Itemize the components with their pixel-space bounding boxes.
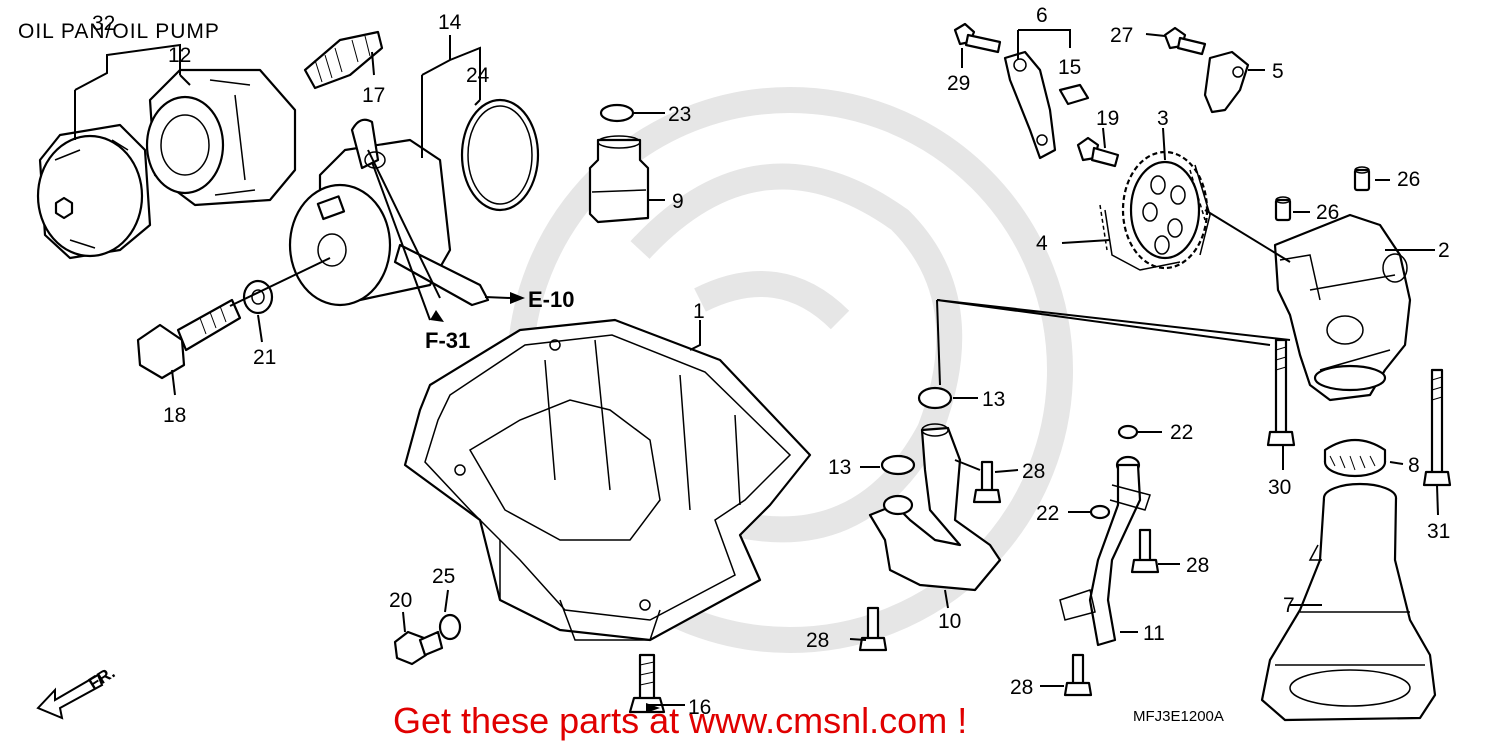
oil-pipe-o-ring-13[interactable] [880,454,916,476]
dowel-pin-26b[interactable] [1274,196,1292,222]
flange-bolt-28a[interactable] [972,460,1002,504]
callout-14[interactable]: 14 [438,11,462,34]
oil-pipe-b[interactable] [1059,455,1151,647]
callout-17[interactable]: 17 [362,84,385,107]
callout-13b[interactable]: 13 [828,456,851,479]
oil-pump-bolt-31[interactable] [1422,368,1452,487]
ref-e-10[interactable]: E-10 [528,287,574,312]
guide-bolt-29[interactable] [953,22,1002,54]
callout-28b[interactable]: 28 [1186,554,1209,577]
callout-30[interactable]: 30 [1268,476,1291,499]
callout-22b[interactable]: 22 [1036,502,1059,525]
oil-pan[interactable] [403,318,812,642]
diagram-code: MFJ3E1200A [1133,708,1224,725]
bolt-27[interactable] [1163,26,1207,56]
oil-pump-bolt-30[interactable] [1266,338,1296,447]
callout-7[interactable]: 7 [1283,594,1295,617]
chain-tensioner[interactable] [1203,50,1250,114]
callout-31[interactable]: 31 [1427,520,1450,543]
callout-15[interactable]: 15 [1058,56,1081,79]
callout-28c[interactable]: 28 [806,629,829,652]
oil-pump-driven-sprocket[interactable] [1121,150,1209,270]
oil-pipe-o-ring-22a[interactable] [1117,424,1139,440]
oil-cooler-bolt[interactable] [136,298,242,380]
callout-32[interactable]: 32 [92,12,115,35]
callout-26b[interactable]: 26 [1316,201,1339,224]
flange-bolt-28d[interactable] [1063,653,1093,697]
flange-bolt-28b[interactable] [1130,528,1160,574]
callout-22a[interactable]: 22 [1170,421,1193,444]
callout-25[interactable]: 25 [432,565,455,588]
oil-pump[interactable] [1273,213,1412,402]
callout-2[interactable]: 2 [1438,239,1450,262]
oil-filter-union-bolt[interactable] [303,30,384,90]
relief-valve-o-ring[interactable] [599,103,635,123]
strainer-seal[interactable] [1323,439,1387,478]
oil-strainer[interactable] [1260,482,1437,722]
part-callouts: 1 2 3 4 5 6 7 8 9 10 11 12 13 13 14 15 1… [92,4,1450,719]
callout-20[interactable]: 20 [389,589,412,612]
callout-24[interactable]: 24 [466,64,490,87]
oil-filter-cap[interactable] [36,123,152,260]
callout-16[interactable]: 16 [688,696,711,719]
drain-bolt-sealing-washer[interactable] [438,613,462,641]
callout-29[interactable]: 29 [947,72,970,95]
drain-washer-21-hole [251,289,265,305]
callout-19[interactable]: 19 [1096,107,1119,130]
callout-5[interactable]: 5 [1272,60,1284,83]
oil-pipe-o-ring-22b[interactable] [1089,504,1111,520]
callout-28d[interactable]: 28 [1010,676,1033,699]
oil-pump-driven-sprocket-bolt[interactable] [1076,136,1120,168]
oil-filter[interactable] [145,68,297,207]
oil-pump-drive-chain[interactable] [1099,164,1211,271]
callout-11[interactable]: 11 [1143,622,1165,645]
collar-15[interactable] [1058,83,1090,106]
promo-banner[interactable]: Get these parts at www.cmsnl.com ! [393,700,968,741]
arrowheads [430,292,660,713]
oil-cooler-o-ring-inner [467,105,533,205]
oil-cooler-o-ring[interactable] [460,98,540,212]
callout-1[interactable]: 1 [693,300,705,323]
front-direction-arrow: FR. [36,663,118,720]
callout-28a[interactable]: 28 [1022,460,1045,483]
callout-9[interactable]: 9 [672,190,684,213]
cam-chain-guide[interactable] [1003,50,1057,160]
oil-cooler[interactable] [288,118,490,307]
callout-18[interactable]: 18 [163,404,186,427]
callout-8[interactable]: 8 [1408,454,1420,477]
callout-21[interactable]: 21 [253,346,276,369]
oil-drain-bolt[interactable] [393,630,444,666]
callout-12[interactable]: 12 [168,44,191,67]
callout-26a[interactable]: 26 [1397,168,1420,191]
callout-10[interactable]: 10 [938,610,961,633]
flange-bolt-28c[interactable] [858,606,888,652]
callout-6[interactable]: 6 [1036,4,1048,27]
callout-3[interactable]: 3 [1157,107,1169,130]
callout-23[interactable]: 23 [668,103,691,126]
oil-pressure-relief-valve[interactable] [588,135,650,224]
dowel-pin-26a[interactable] [1353,166,1371,192]
callout-27[interactable]: 27 [1110,24,1133,47]
leader-lines [74,29,1439,706]
ref-f-31[interactable]: F-31 [425,328,470,353]
oil-pipe-a[interactable] [868,386,1002,592]
diagram-title: OIL PAN/OIL PUMP [18,20,220,43]
callout-4[interactable]: 4 [1036,232,1048,255]
callout-13a[interactable]: 13 [982,388,1005,411]
